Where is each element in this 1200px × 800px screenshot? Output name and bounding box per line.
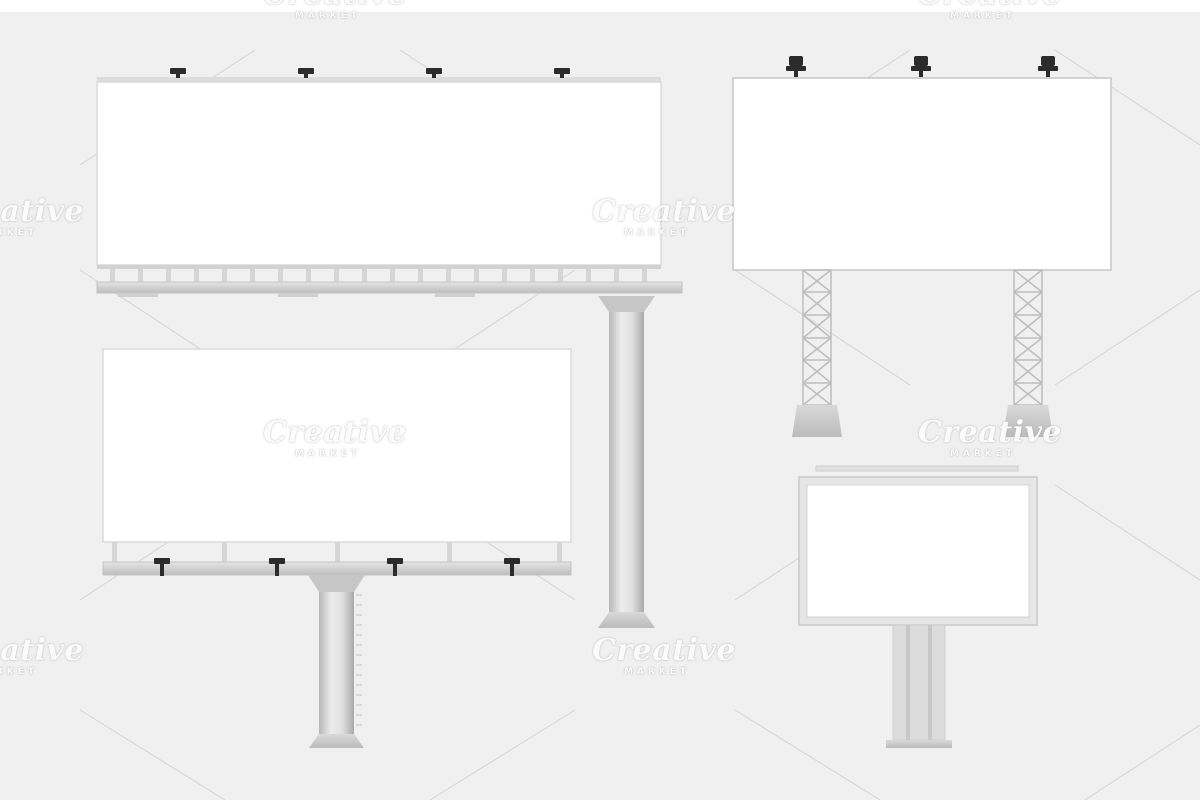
spotlight-lamp-icon [154, 558, 520, 576]
steel-pole-icon [609, 312, 644, 612]
lattice-truss-icon [802, 269, 1043, 406]
billboard-small-framed [798, 465, 1038, 748]
spotlight-lamp-icon [170, 68, 570, 78]
billboard-wide-center-pole [102, 348, 572, 748]
spotlight-lamp-icon [786, 56, 1058, 77]
top-border [0, 0, 1200, 12]
concrete-base-icon [792, 405, 842, 437]
billboard-truss-legs [732, 56, 1112, 437]
concrete-base-icon [1003, 405, 1053, 437]
steel-pole-icon [319, 592, 354, 734]
billboard-wide-side-pole [96, 68, 683, 628]
